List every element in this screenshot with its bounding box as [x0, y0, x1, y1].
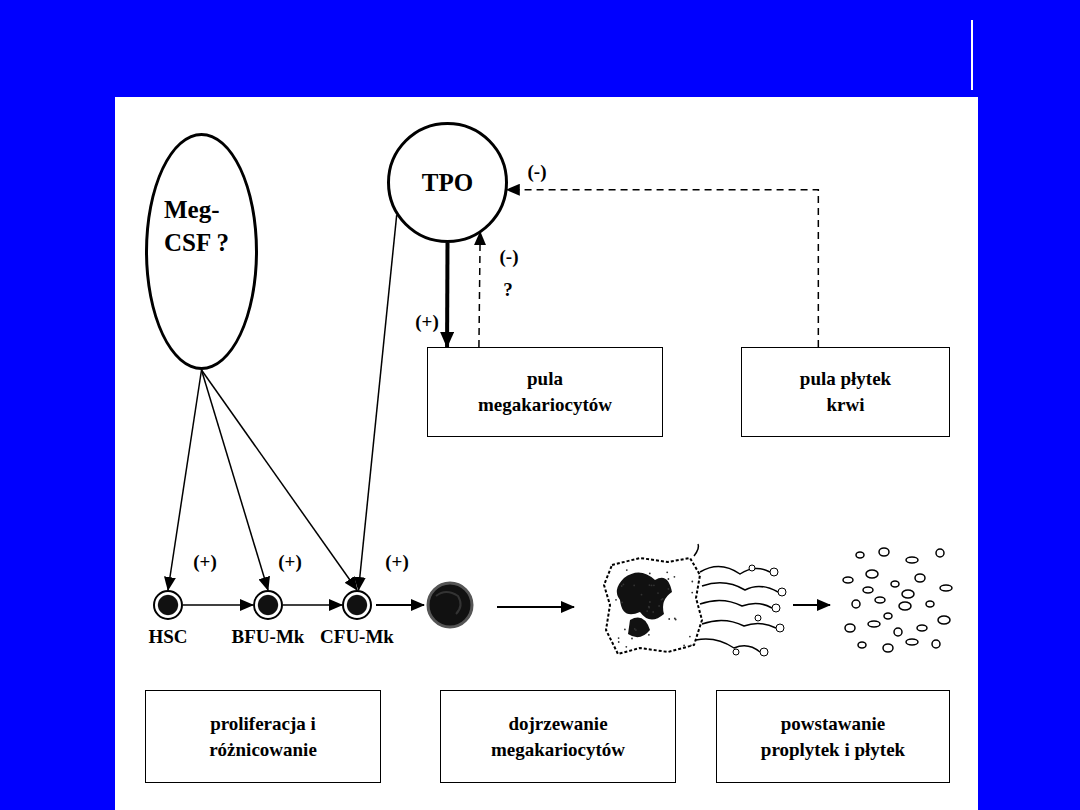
maturing-megakaryocyte: [428, 583, 472, 627]
stimulation-arrow: [359, 215, 397, 590]
node-text: Meg- CSF ?: [164, 194, 246, 259]
pool-box: pula płytek krwi: [741, 347, 950, 437]
platelets: [843, 548, 952, 652]
node-text: pula megakariocytów: [470, 366, 620, 417]
edge-label: (-): [498, 247, 521, 268]
stage-box: powstawanie proplytek i płytek: [716, 690, 950, 783]
slide-divider: [971, 20, 973, 90]
note-label: ?: [501, 280, 515, 301]
megakaryocyte-drawing: [604, 544, 786, 656]
node-text: HSC: [148, 626, 187, 648]
feedback-arrow: [507, 190, 819, 347]
edge-label: (+): [383, 552, 410, 573]
node-text: dojrzewanie megakariocytów: [483, 711, 633, 762]
stimulation-arrow: [283, 604, 342, 606]
process-arrow: [497, 606, 574, 608]
node-text: BFU-Mk: [232, 626, 305, 648]
process-arrow: [376, 604, 424, 606]
edge-label: (-): [526, 162, 549, 183]
stage-box: dojrzewanie megakariocytów: [440, 690, 676, 783]
factor-circle: TPO: [387, 122, 508, 243]
stage-box: proliferacja i różnicowanie: [145, 690, 381, 783]
node-text: proliferacja i różnicowanie: [188, 711, 338, 762]
feedback-arrow: [479, 232, 480, 347]
edge-label: (+): [276, 552, 303, 573]
progenitor-cell: BFU-Mk: [253, 590, 283, 620]
stimulation-arrow: [183, 604, 253, 606]
process-arrow: [793, 604, 830, 606]
factor-ellipse: Meg- CSF ?: [145, 133, 258, 370]
node-text: powstawanie proplytek i płytek: [733, 711, 933, 762]
node-text: pula płytek krwi: [786, 366, 906, 417]
pool-box: pula megakariocytów: [427, 347, 663, 437]
edge-label: (+): [191, 552, 218, 573]
stimulation-arrow: [445, 243, 449, 347]
stimulation-arrow: [202, 370, 358, 590]
node-text: CFU-Mk: [320, 626, 394, 648]
progenitor-cell: HSC: [153, 590, 183, 620]
edge-label: (+): [413, 312, 440, 333]
node-text: TPO: [422, 169, 473, 197]
progenitor-cell: CFU-Mk: [342, 590, 372, 620]
